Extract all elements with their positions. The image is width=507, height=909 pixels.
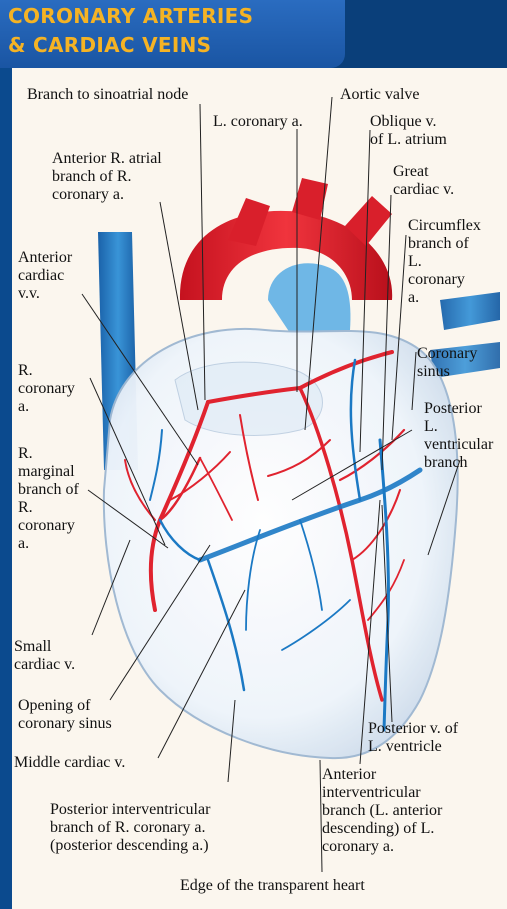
label-coronary-sinus-2: sinus [417, 363, 450, 380]
label-post-v-2: L. ventricle [368, 738, 442, 755]
label-post-interv-2: branch of R. coronary a. [50, 819, 206, 836]
label-circumflex-5: a. [408, 289, 419, 306]
label-post-v-1: Posterior v. of [368, 720, 458, 737]
label-ant-r-atrial-3: coronary a. [52, 186, 124, 203]
label-ant-cardiac-3: v.v. [18, 285, 40, 302]
label-small-cardiac-2: cardiac v. [14, 656, 75, 673]
label-post-l-vent-3: ventricular [424, 436, 493, 453]
label-ant-interv-4: descending) of L. [322, 820, 434, 837]
label-post-l-vent-4: branch [424, 454, 468, 471]
label-middle-cardiac: Middle cardiac v. [14, 754, 125, 771]
label-circumflex-4: coronary [408, 271, 465, 288]
label-l-coronary: L. coronary a. [213, 113, 303, 130]
label-edge: Edge of the transparent heart [180, 877, 365, 894]
label-ant-interv-2: interventricular [322, 784, 421, 801]
label-ant-cardiac-1: Anterior [18, 249, 72, 266]
pulmonary-vein-right [440, 292, 500, 330]
label-ant-interv-3: branch (L. anterior [322, 802, 442, 819]
label-r-marginal-2: marginal [18, 463, 75, 480]
label-circumflex-2: branch of [408, 235, 469, 252]
label-r-marginal-6: a. [18, 535, 29, 552]
label-circumflex-3: L. [408, 253, 422, 270]
label-circumflex-1: Circumflex [408, 217, 481, 234]
label-r-marginal-3: branch of [18, 481, 79, 498]
label-post-interv-1: Posterior interventricular [50, 801, 210, 818]
label-opening-1: Opening of [18, 697, 90, 714]
label-opening-2: coronary sinus [18, 715, 112, 732]
label-r-marginal-4: R. [18, 499, 33, 516]
label-ant-interv-5: coronary a. [322, 838, 394, 855]
label-ant-interv-1: Anterior [322, 766, 376, 783]
label-r-coronary-3: a. [18, 398, 29, 415]
label-r-marginal-5: coronary [18, 517, 75, 534]
label-ant-cardiac-2: cardiac [18, 267, 64, 284]
label-r-marginal-1: R. [18, 445, 33, 462]
label-r-coronary-2: coronary [18, 380, 75, 397]
label-r-coronary-1: R. [18, 362, 33, 379]
label-sa-node: Branch to sinoatrial node [27, 86, 188, 103]
label-great-cardiac-2: cardiac v. [393, 181, 454, 198]
label-coronary-sinus-1: Coronary [417, 345, 477, 362]
label-great-cardiac-1: Great [393, 163, 429, 180]
label-post-interv-3: (posterior descending a.) [50, 837, 209, 854]
label-oblique-2: of L. atrium [370, 131, 447, 148]
label-ant-r-atrial-2: branch of R. [52, 168, 132, 185]
label-oblique-1: Oblique v. [370, 113, 437, 130]
label-aortic-valve: Aortic valve [340, 86, 420, 103]
label-small-cardiac-1: Small [14, 638, 51, 655]
atrium-outline [175, 362, 323, 435]
label-post-l-vent-2: L. [424, 418, 438, 435]
label-post-l-vent-1: Posterior [424, 400, 482, 417]
label-ant-r-atrial-1: Anterior R. atrial [52, 150, 162, 167]
pulmonary-trunk [268, 263, 350, 336]
